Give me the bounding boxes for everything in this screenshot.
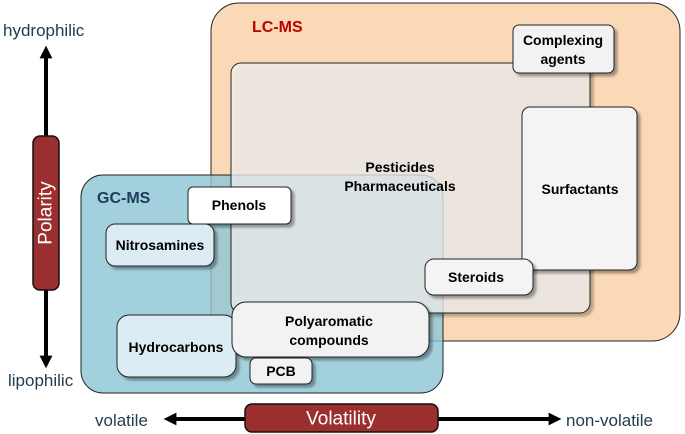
hydrocarbons-label: Hydrocarbons — [129, 339, 224, 355]
pharmaceuticals-label: Pharmaceuticals — [344, 178, 455, 194]
complexing-label: Complexing — [523, 32, 603, 48]
agents-label: agents — [540, 51, 585, 67]
steroids-box — [424, 258, 534, 296]
pcb-label: PCB — [266, 363, 296, 379]
surfactants-box — [521, 106, 638, 271]
steroids-label: Steroids — [448, 269, 504, 285]
complexing-agents-box — [512, 24, 615, 74]
polarity-bar — [32, 135, 60, 291]
phenols-label: Phenols — [212, 197, 267, 213]
surfactants-label: Surfactants — [541, 181, 618, 197]
polarity-label: Polarity — [36, 181, 57, 245]
nitrosamines-label: Nitrosamines — [116, 237, 205, 253]
volatility-bar — [244, 403, 439, 433]
compounds-label: compounds — [289, 332, 369, 348]
volatile-label: volatile — [95, 411, 148, 430]
pcb-box — [249, 357, 313, 385]
polyaromatic-label: Polyaromatic — [285, 313, 373, 329]
lcms-label: LC-MS — [252, 19, 303, 36]
non-volatile-label: non-volatile — [566, 411, 653, 430]
hydrophilic-label: hydrophilic — [3, 21, 85, 40]
polyaromatic-box — [231, 301, 430, 358]
lipophilic-label: lipophilic — [8, 371, 74, 390]
phenols-box — [187, 186, 292, 225]
volatility-label: Volatility — [306, 409, 376, 430]
gcms-label: GC-MS — [97, 190, 151, 207]
pesticides-label: Pesticides — [365, 159, 434, 175]
nitrosamines-box — [105, 223, 215, 267]
